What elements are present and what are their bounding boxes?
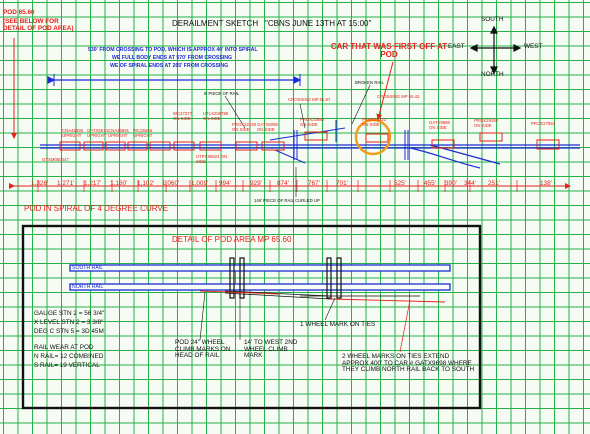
degc-reading: DEG C STN 5 = 3D 45M	[34, 328, 104, 335]
car-label: GATX5674 UPRIGHT	[87, 128, 108, 138]
distance-label: 455'	[424, 180, 436, 187]
compass-east: EAST	[448, 43, 465, 50]
distance-label: 251'	[488, 180, 500, 187]
note-two-wheel: 2 WHEEL MARKS ON TIES EXTEND APPROX 400'…	[342, 353, 475, 374]
distance-label: 1,060'	[162, 180, 180, 187]
distance-label: 874'	[277, 180, 289, 187]
car-label: GATX9698 ON SIDE	[429, 120, 450, 130]
distance-label: 1,326'	[31, 180, 49, 187]
car-label: PROX32180 ON SIDE	[232, 122, 257, 132]
distance-label: 525'	[394, 180, 406, 187]
car-label: WC27277 ON SIDE	[173, 111, 193, 121]
compass-west: WEST	[524, 43, 543, 50]
label-north-rail: NORTH RAIL	[72, 284, 104, 290]
car-label: PROX33688 ON SIDE	[300, 117, 325, 127]
detail-box	[21, 224, 482, 410]
note-car-first-off: CAR THAT WAS FIRST OFF AT POD	[330, 42, 448, 60]
car-label: CNA45691 UPRIGHT	[108, 128, 130, 138]
pod-title: POD 65.60	[3, 9, 35, 16]
rail-wear-title: RAIL WEAR AT POD	[34, 344, 94, 351]
car-label: UTPX80624 ON SIDE	[196, 154, 228, 164]
first-car-circle	[354, 118, 392, 156]
label-south-rail: SOUTH RAIL	[72, 265, 104, 271]
note-full-body: WE FULL BODY ENDS AT 570' FROM CROSSING	[112, 55, 233, 61]
derailed-cars	[59, 131, 560, 151]
sketch-title: DERAILMENT SKETCH	[172, 19, 259, 28]
car-label: UTLX206796 ON SIDE	[203, 111, 229, 121]
distance-label: 344'	[464, 180, 476, 187]
distance-label: 1,009'	[191, 180, 209, 187]
compass-icon	[469, 25, 522, 75]
main-track	[40, 127, 580, 169]
car-label: PROX35423 ON SIDE	[362, 117, 387, 127]
distance-label: 767'	[308, 180, 320, 187]
n-rail-wear: N RAIL= 12 COMBINED	[34, 353, 104, 360]
detail-ties	[229, 257, 342, 299]
s-rail-wear: S RAIL= 19 VERTICAL	[34, 362, 100, 369]
note-pod-spiral: POD IN SPIRAL OF 4 DEGREE CURVE	[24, 204, 169, 213]
distance-label: 701'	[336, 180, 348, 187]
note-crossing-to-pod: 530' FROM CROSSING TO POD, WHICH IS APPR…	[88, 47, 258, 53]
distance-label: 994'	[219, 180, 231, 187]
compass-south: SOUTH	[481, 16, 504, 23]
detail-rails	[69, 264, 451, 291]
label-crossing-6542: CROSSING MP 65.42	[377, 94, 420, 99]
xlevel-reading: X LEVEL STN 2 = 3 3/8"	[34, 319, 104, 326]
pod-note: (SEE BELOW FOR DETAIL OF POD AREA)	[3, 18, 74, 32]
note-spiral-ends: WE OF SPIRAL ENDS AT 265' FROM CROSSING	[110, 63, 229, 69]
car-label: CNA45695 UPRIGHT	[62, 128, 84, 138]
distance-label: 138'	[540, 180, 552, 187]
note-second-climb: 14' TO WEST 2ND WHEEL CLIMB MARK	[244, 339, 298, 360]
crossing-marks	[293, 120, 409, 160]
label-crossing-6567: CROSSING MP 65.67	[288, 97, 331, 102]
car-label: PROX29160 ON SIDE	[474, 118, 499, 128]
gauge-reading: GAUGE STN 2 = 56 3/4"	[34, 310, 105, 317]
detail-title: DETAIL OF POD AREA MP 65.60	[172, 235, 292, 244]
label-broken-rail: BROKEN RAIL	[355, 80, 384, 85]
distance-label: 1,217'	[84, 180, 102, 187]
car-label: GATX6096 ON SIDE	[257, 122, 278, 132]
distance-label: 1,271'	[57, 180, 75, 187]
distance-label: 1,160'	[110, 180, 128, 187]
note-climb-marks: POD 24" WHEEL CLIMB MARKS ON HEAD OF RAI…	[175, 339, 231, 360]
car-label: PROX27553	[531, 121, 556, 126]
sketch-subtitle: "CBNS JUNE 13TH AT 15:00"	[265, 19, 372, 28]
distance-label: 390'	[445, 180, 457, 187]
car-label: WC25666 UPRIGHT	[133, 128, 153, 138]
distance-label: 929'	[250, 180, 262, 187]
label-gtxm: GTXM050447	[42, 157, 69, 162]
label-piece-of-rail: 6' PIECE OF RAIL	[204, 91, 240, 96]
label-curled-rail: 146' PIECE OF RAIL CURLED UP	[254, 198, 320, 203]
compass-north: NORTH	[481, 71, 504, 78]
note-one-wheel: 1 WHEEL MARK ON TIES	[300, 321, 376, 328]
distance-label: 1,102'	[137, 180, 155, 187]
